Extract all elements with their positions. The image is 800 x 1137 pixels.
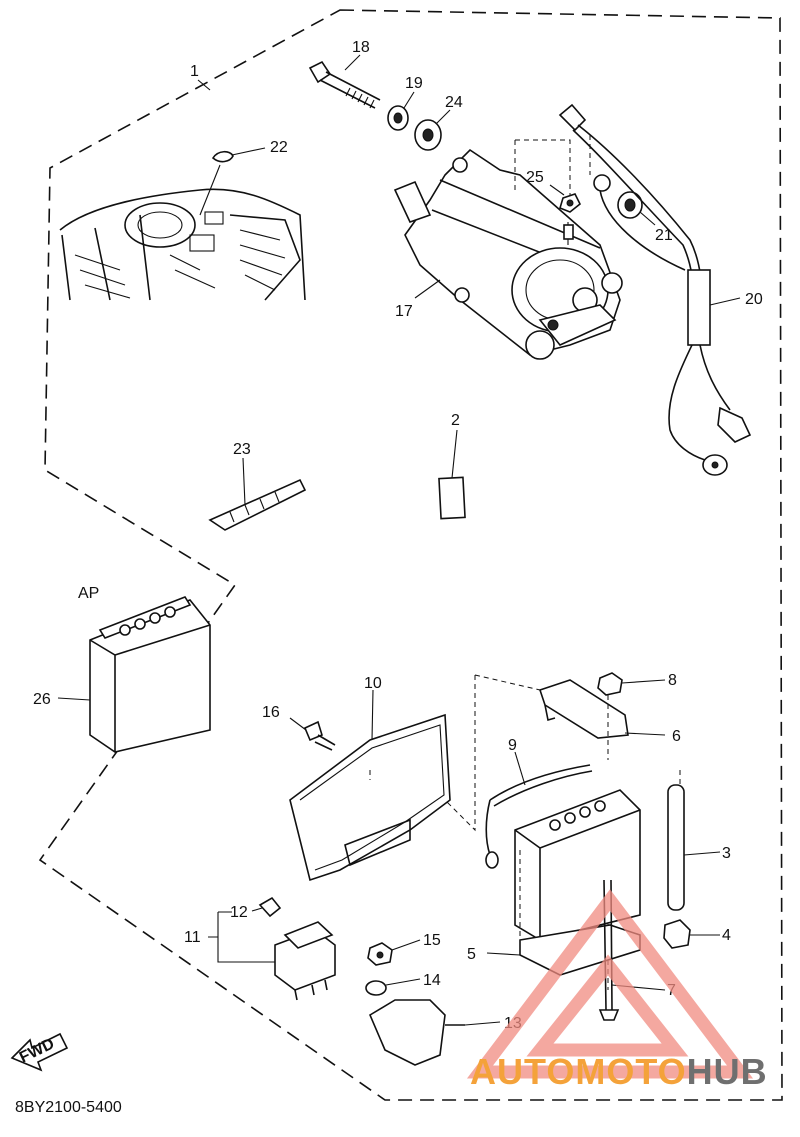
leader-line: [403, 91, 415, 109]
callout-9: 9: [508, 737, 517, 754]
part-20-starter-cable: [558, 103, 752, 476]
leader-line: [514, 751, 526, 786]
leader-line: [709, 297, 741, 306]
leader-line: [242, 457, 246, 506]
callout-20: 20: [745, 291, 763, 308]
leader-line: [385, 978, 421, 986]
leader-line: [344, 54, 361, 71]
part-24-washer: [414, 119, 442, 151]
part-2-pad: [438, 476, 466, 520]
fwd-arrow-icon: FWD: [10, 1032, 69, 1072]
callout-8: 8: [668, 672, 677, 689]
leader-line: [231, 147, 266, 156]
leader-line: [391, 939, 421, 951]
part-12-fuse: [258, 896, 282, 918]
part-18-bolt: [308, 60, 381, 109]
part-3-breather-hose: [667, 784, 685, 911]
leader-line: [199, 164, 221, 216]
callout-23: 23: [233, 441, 251, 458]
diagram-code: 8BY2100-5400: [15, 1099, 122, 1116]
callout-18: 18: [352, 39, 370, 56]
part-21-nut: [617, 191, 643, 219]
callout-14: 14: [423, 972, 441, 989]
assembly-boundary: [38, 9, 783, 1101]
leader-line: [208, 911, 275, 963]
part-22-clip: [211, 150, 234, 163]
callout-22: 22: [270, 139, 288, 156]
callout-17: 17: [395, 303, 413, 320]
callout-10: 10: [364, 675, 382, 692]
assembly-line: [369, 675, 476, 832]
callout-15: 15: [423, 932, 441, 949]
callout-26: 26: [33, 691, 51, 708]
callout-5: 5: [467, 946, 476, 963]
part-14-washer: [365, 980, 387, 996]
callout-24: 24: [445, 94, 463, 111]
part-9-battery-lead: [485, 764, 593, 869]
callout-16: 16: [262, 704, 280, 721]
leader-line: [683, 851, 721, 856]
leader-line: [549, 184, 565, 196]
part-17-starter-motor: [393, 148, 623, 360]
part-13-rubber-cover: [368, 999, 465, 1066]
leader-line: [57, 697, 91, 701]
leader-line: [464, 1021, 501, 1026]
watermark-logo: AUTOMOTOHUB: [466, 889, 768, 1092]
part-15-nut: [367, 942, 393, 966]
part-23-cable-tie: [208, 478, 307, 531]
leader-line: [197, 79, 211, 91]
watermark-text-primary: AUTOMOTO: [470, 1051, 687, 1092]
part-4-cap: [663, 919, 691, 949]
callout-12: 12: [230, 904, 248, 921]
callout-1: 1: [190, 63, 199, 80]
callout-25: 25: [526, 169, 544, 186]
callout-11: 11: [184, 929, 201, 946]
engine-casing-illustration: [59, 188, 306, 301]
svg-text:AUTOMOTOHUB: AUTOMOTOHUB: [470, 1051, 768, 1092]
part-10-cover-plate: [289, 713, 451, 882]
leader-line: [435, 109, 451, 125]
leader-line: [639, 211, 656, 226]
leader-line: [486, 952, 521, 956]
variant-label: AP: [78, 585, 99, 602]
part-11-starter-relay: [274, 921, 336, 1001]
part-16-bolt: [303, 720, 336, 751]
part-25-nut: [559, 193, 582, 213]
part-19-lock-washer: [387, 105, 409, 131]
leader-line: [251, 907, 263, 912]
leader-line: [414, 279, 441, 299]
callout-19: 19: [405, 75, 423, 92]
leader-line: [624, 732, 666, 736]
leader-line: [371, 689, 374, 741]
callout-3: 3: [722, 845, 731, 862]
callout-6: 6: [672, 728, 681, 745]
callout-2: 2: [451, 412, 460, 429]
part-8-nut: [597, 672, 623, 696]
leader-line: [289, 717, 307, 731]
leader-line: [621, 679, 666, 684]
leader-line: [451, 429, 458, 479]
part-26-battery-ap: [89, 596, 211, 753]
watermark-text-secondary: HUB: [687, 1051, 768, 1092]
callout-21: 21: [655, 227, 673, 244]
assembly-line: [514, 135, 591, 195]
callout-4: 4: [722, 927, 731, 944]
part-6-battery-band: [538, 679, 629, 739]
